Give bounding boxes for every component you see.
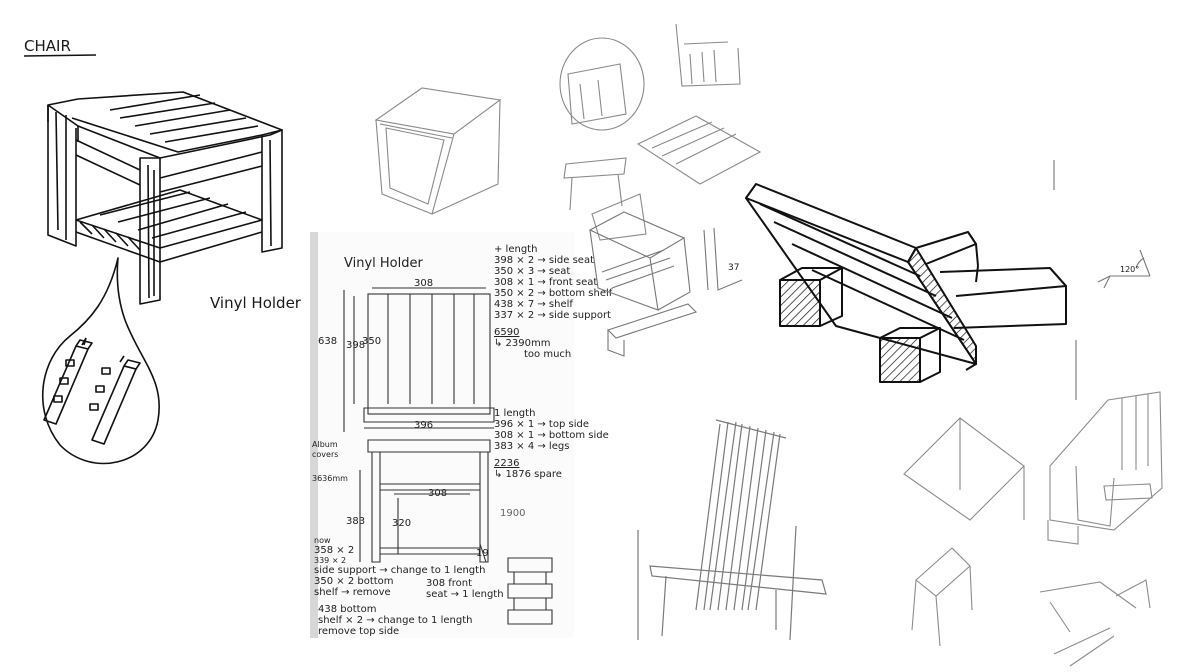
pencil-sketch-sheet-top [340, 23, 762, 241]
chair-top-view-sketch [507, 557, 553, 625]
revision-note: now [314, 536, 331, 545]
armchair-sketches [903, 391, 1163, 667]
revision-note: 358 × 2 [314, 545, 355, 556]
dim-leg-height: 383 [346, 516, 366, 527]
revision-note: 339 × 2 [314, 556, 347, 565]
list1-header: + length [494, 244, 538, 255]
chair-title: CHAIR [23, 37, 97, 57]
revision-notes-right: 308 front seat → 1 length [426, 578, 504, 600]
vinyl-holder-label: Vinyl Holder [210, 294, 302, 312]
dim-ref: 1900 [500, 508, 526, 519]
dimension-sketch-sheet: Vinyl Holder 308 638 398 350 396 308 383… [310, 232, 612, 638]
dim-back-height: 398 [346, 340, 366, 351]
list2-line: 383 × 4 → legs [494, 441, 570, 452]
angle-label: 120° [1120, 265, 1139, 274]
list2-line: 308 × 1 → bottom side [494, 430, 609, 441]
chair-concept-sketches [559, 23, 762, 241]
revision-notes-bottom: 438 bottom shelf × 2 → change to 1 lengt… [318, 604, 472, 637]
revision-note: 438 bottom [318, 604, 377, 615]
list1-line: 350 × 2 → bottom shelf [494, 288, 613, 299]
side-note: covers [312, 450, 339, 459]
revision-note: shelf → remove [314, 587, 391, 598]
list1-line: 398 × 2 → side seat [494, 255, 594, 266]
dim-seat-width: 396 [414, 420, 434, 431]
dim-top-width: 308 [414, 278, 434, 289]
list1-remark: ↳ 2390mm [494, 338, 551, 349]
sketch-small-label: 37 [728, 263, 739, 273]
dim-inner-width: 308 [428, 488, 448, 499]
revision-notes: now 358 × 2 339 × 2 side support → chang… [314, 536, 485, 598]
revision-note: 308 front [426, 578, 473, 589]
dim-inner-height: 320 [392, 518, 412, 529]
list1-line: 337 × 2 → side support [494, 310, 611, 321]
list1-total: 6590 [494, 327, 520, 338]
chair-sketch-sheet: CHAIR [0, 0, 312, 500]
bench-drawing [745, 183, 1067, 383]
side-note: 3636mm [312, 474, 348, 483]
bench-ink-sketch [740, 176, 1070, 386]
vinyl-holder-front-elevation [343, 287, 495, 563]
revision-note: 350 × 2 bottom [314, 576, 394, 587]
revision-note: shelf × 2 → change to 1 length [318, 615, 473, 626]
list2-line: 396 × 1 → top side [494, 419, 589, 430]
side-note: Album [312, 440, 338, 449]
list1-line: 350 × 3 → seat [494, 266, 571, 277]
list2-remark: ↳ 1876 spare [494, 469, 562, 480]
dim-total-height: 638 [318, 336, 338, 347]
length-list-1: + length 398 × 2 → side seat 350 × 3 → s… [494, 244, 612, 360]
list2-header: 1 length [494, 408, 536, 419]
pencil-sketch-sheet-bottom-right [900, 370, 1197, 672]
list1-line: 308 × 1 → front seat [494, 277, 598, 288]
shelf-sketch [588, 211, 743, 357]
length-list-2: 1 length 396 × 1 → top side 308 × 1 → bo… [494, 408, 609, 480]
revision-note: seat → 1 length [426, 589, 504, 600]
svg-text:CHAIR: CHAIR [24, 37, 71, 55]
pencil-sketch-sheet-bottom-mid [626, 400, 846, 650]
list1-remark: too much [524, 349, 572, 360]
list2-total: 2236 [494, 458, 520, 469]
dim-sheet-title: Vinyl Holder [344, 256, 423, 271]
pencil-sketch-sheet-middle: 37 [584, 200, 744, 370]
dim-slat-height: 350 [362, 336, 382, 347]
dim-gap: 19 [476, 548, 489, 559]
pencil-sketch-sheet-right: 120° [1040, 150, 1197, 400]
angle-sketch [1053, 160, 1151, 400]
list1-line: 438 × 7 → shelf [494, 299, 573, 310]
revision-note: remove top side [318, 626, 400, 637]
revision-note: side support → change to 1 length [314, 565, 486, 576]
side-notes: Album covers 3636mm [312, 440, 348, 484]
slatted-chair-sketch [637, 419, 827, 641]
chair-isometric-drawing [41, 91, 283, 465]
box-sketch [374, 87, 502, 215]
